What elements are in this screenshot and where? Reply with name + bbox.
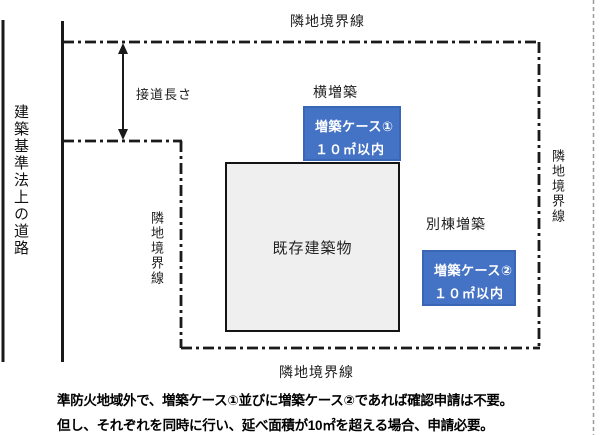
boundary-label-bottom: 隣地境界線 xyxy=(279,364,354,380)
existing-building-box: 既存建築物 xyxy=(225,162,400,332)
extension-case-2-title: 増築ケース② xyxy=(434,263,513,278)
road-label: 建築基準法上の道路 xyxy=(12,104,29,257)
side-extension-label: 横増築 xyxy=(313,84,358,100)
extension-case-1-title: 増築ケース① xyxy=(315,119,394,134)
separate-extension-label: 別棟増築 xyxy=(426,216,486,232)
frontage-arrow-head-down xyxy=(118,129,128,140)
note-line-1: 準防火地域外で、増築ケース①並びに増築ケース②であれば確認申請は不要。 xyxy=(57,393,513,408)
extension-case-2-area: １０㎡以内 xyxy=(434,286,505,301)
boundary-label-right: 隣地境界線 xyxy=(550,149,565,224)
boundary-label-left: 隣地境界線 xyxy=(149,211,164,286)
extension-case-2-box: 増築ケース② １０㎡以内 xyxy=(422,250,516,306)
boundary-label-top: 隣地境界線 xyxy=(290,13,365,29)
existing-building-label: 既存建築物 xyxy=(272,239,353,257)
frontage-length-label: 接道長さ xyxy=(136,87,193,102)
note-text: 準防火地域外で、増築ケース①並びに増築ケース②であれば確認申請は不要。 但し、そ… xyxy=(57,388,587,435)
note-line-2: 但し、それぞれを同時に行い、延べ面積が10㎡を超える場合、申請必要。 xyxy=(57,418,494,433)
frontage-arrow-head-up xyxy=(118,43,128,54)
extension-case-1-box: 増築ケース① １０㎡以内 xyxy=(303,106,401,161)
extension-case-1-area: １０㎡以内 xyxy=(315,142,386,157)
